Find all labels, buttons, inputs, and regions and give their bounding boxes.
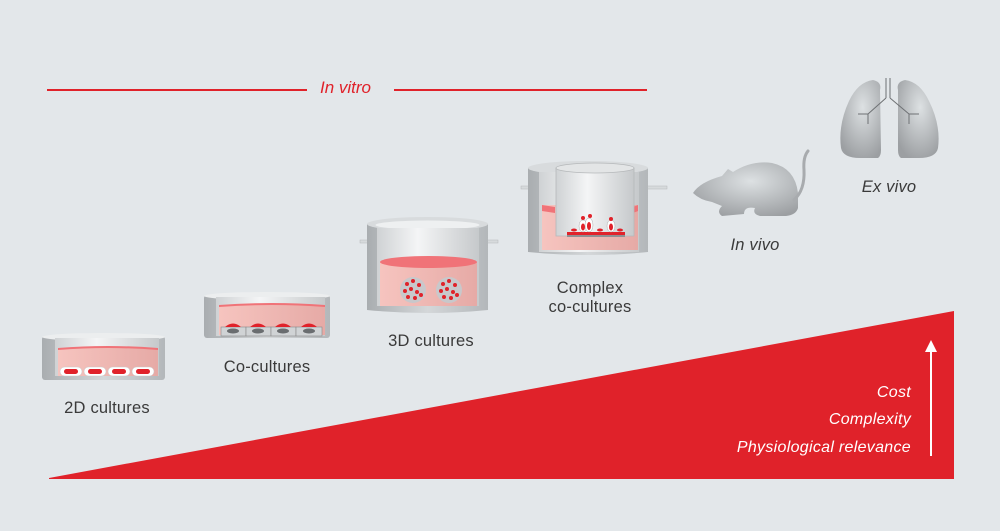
- stage-label-invivo: In vivo: [730, 236, 780, 254]
- stage-label-complex-line1: Complex: [556, 279, 624, 297]
- stage-label-3d: 3D cultures: [388, 332, 474, 350]
- up-arrow-icon: [925, 340, 937, 456]
- petri-dish-2d-icon: [42, 333, 165, 380]
- spheroid: [400, 277, 462, 303]
- lungs-icon: [840, 78, 939, 158]
- in-vitro-label: In vitro: [320, 78, 372, 97]
- stage-label-complex-line2: co-cultures: [548, 298, 632, 316]
- stage-label-exvivo: Ex vivo: [861, 178, 917, 196]
- in-vitro-line-right: [394, 89, 647, 91]
- wedge-label-physiological-relevance: Physiological relevance: [736, 439, 911, 456]
- petri-dish-coculture-icon: [204, 292, 330, 338]
- wedge-label-cost: Cost: [876, 384, 911, 401]
- mouse-icon: [693, 149, 810, 216]
- stage-label-2d: 2D cultures: [64, 399, 150, 417]
- in-vitro-line-left: [47, 89, 307, 91]
- gradient-wedge: [49, 311, 954, 479]
- stage-label-co: Co-cultures: [223, 358, 311, 376]
- transwell-insert-icon: [520, 161, 668, 255]
- wedge-label-complexity: Complexity: [828, 411, 911, 428]
- well-3d-spheroid-icon: [359, 217, 499, 313]
